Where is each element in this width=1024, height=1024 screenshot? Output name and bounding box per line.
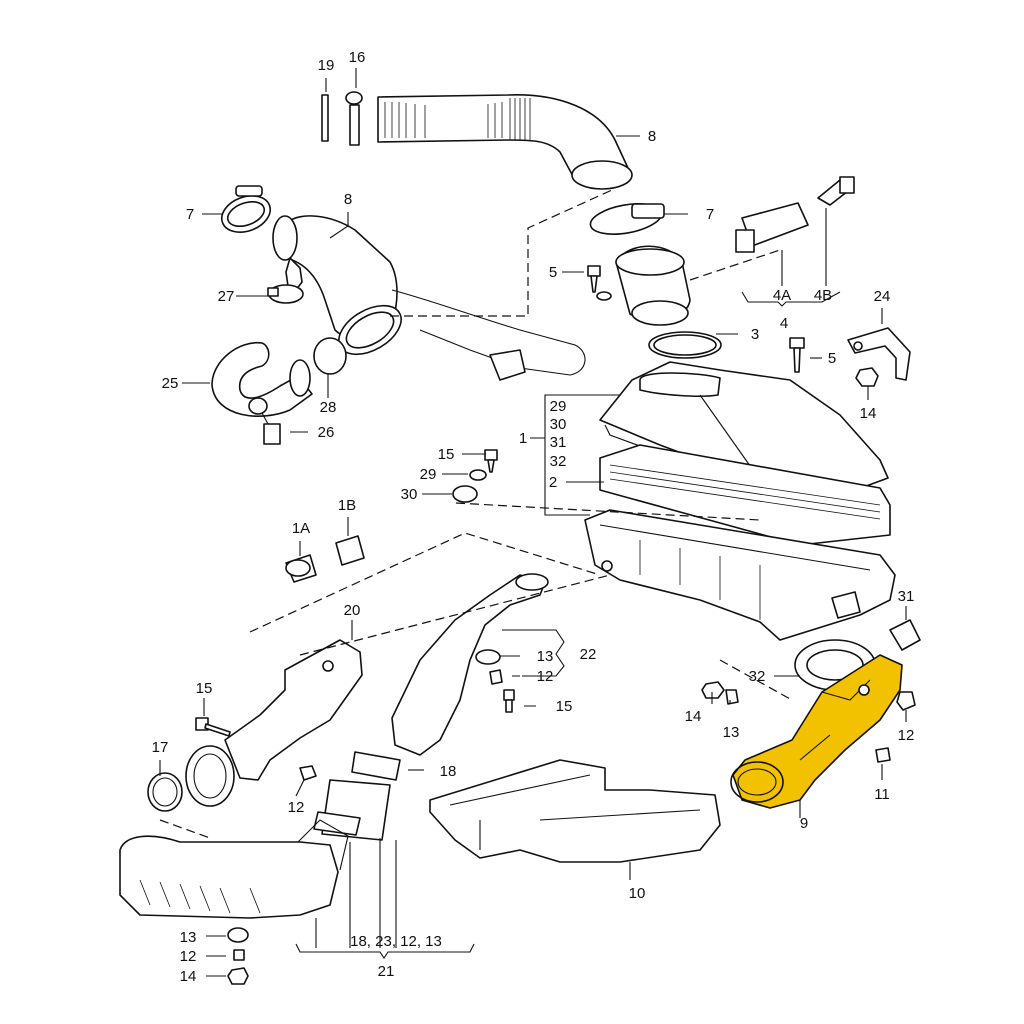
hose-25	[211, 341, 313, 417]
label-29-housing: 29	[550, 398, 567, 415]
label-1b: 1B	[338, 497, 356, 514]
label-31-housing: 31	[550, 434, 567, 451]
coupling-18-23	[313, 751, 401, 841]
label-12-right: 12	[898, 727, 915, 744]
label-25: 25	[162, 375, 179, 392]
air-filter-element-2	[599, 444, 891, 546]
valve-26	[248, 397, 281, 445]
label-13-bottom: 13	[180, 929, 197, 946]
label-4a: 4A	[773, 287, 791, 304]
label-5-right: 5	[828, 350, 836, 367]
label-1: 1	[519, 430, 527, 447]
air-intake-17-left	[147, 745, 235, 812]
label-26: 26	[318, 424, 335, 441]
label-8-top: 8	[648, 128, 656, 145]
label-27: 27	[218, 288, 235, 305]
callout-labels: 19 16 8 8 7 7 5 4A 4B 4 24 3 5 27 25 28 …	[152, 49, 915, 985]
label-30-housing: 30	[550, 416, 567, 433]
grommet-29-30	[452, 469, 487, 503]
label-15-center: 15	[438, 446, 455, 463]
label-11: 11	[874, 786, 890, 803]
label-32-right: 32	[749, 668, 766, 685]
intake-pipe-9-highlighted	[730, 654, 903, 809]
dashed-lines	[159, 189, 793, 839]
bracket-20	[224, 639, 363, 781]
grommet-31	[889, 619, 921, 651]
part-1a	[285, 554, 317, 583]
part-16-bolt	[345, 91, 363, 146]
label-24: 24	[874, 288, 891, 305]
intake-duct-left	[272, 215, 586, 381]
air-duct-10	[429, 759, 721, 863]
label-20: 20	[344, 602, 361, 619]
label-7-left: 7	[186, 206, 194, 223]
label-12-center: 12	[537, 668, 554, 685]
label-14-bottom: 14	[180, 968, 197, 985]
resonator-21	[119, 819, 349, 919]
gasket-3	[648, 331, 722, 359]
label-4: 4	[780, 315, 788, 332]
air-filter-housing-bottom	[584, 509, 896, 641]
part-1b	[335, 535, 365, 566]
fasteners-11-12-14-13	[701, 681, 916, 763]
label-4b: 4B	[814, 287, 832, 304]
label-10: 10	[629, 885, 646, 902]
label-22: 22	[580, 646, 597, 663]
label-3: 3	[751, 326, 759, 343]
label-30-center: 30	[401, 486, 418, 503]
label-32-housing: 32	[550, 453, 567, 470]
label-18: 18	[440, 763, 457, 780]
intake-duct-top	[377, 94, 633, 190]
intake-pipe-22	[391, 573, 549, 756]
label-12-bottom: 12	[180, 948, 197, 965]
label-13-right: 13	[723, 724, 740, 741]
clamp-7-right	[589, 203, 665, 235]
mass-airflow-sensor-4	[615, 245, 691, 326]
screw-5	[587, 265, 612, 301]
label-31-right: 31	[898, 588, 915, 605]
screw-4b	[817, 176, 855, 206]
label-9: 9	[800, 815, 808, 832]
label-7-right: 7	[706, 206, 714, 223]
fasteners-22	[475, 649, 515, 713]
label-2: 2	[549, 474, 557, 491]
label-17: 17	[152, 739, 169, 756]
clamp-7-left	[220, 185, 272, 233]
clamp-27	[267, 284, 304, 304]
label-1a: 1A	[292, 520, 310, 537]
leader-lines	[159, 68, 907, 977]
label-14-top: 14	[860, 405, 877, 422]
bracket-24	[847, 327, 911, 381]
label-8-left: 8	[344, 191, 352, 208]
label-15-lower: 15	[556, 698, 573, 715]
label-13-center: 13	[537, 648, 554, 665]
nut-14	[855, 367, 879, 387]
fasteners-21	[227, 765, 317, 985]
screw-15-left	[195, 717, 231, 737]
screw-15-center	[484, 449, 498, 473]
label-21: 21	[378, 963, 395, 980]
label-14-right: 14	[685, 708, 702, 725]
label-29-center: 29	[420, 466, 437, 483]
label-28: 28	[320, 399, 337, 416]
label-5-center: 5	[549, 264, 557, 281]
part-19-rod	[321, 94, 329, 142]
label-15-left: 15	[196, 680, 213, 697]
sensor-element-4a	[735, 202, 809, 253]
screw-5b	[789, 337, 805, 373]
label-12-left: 12	[288, 799, 305, 816]
label-21-group: 18, 23, 12, 13	[350, 933, 442, 950]
label-16: 16	[349, 49, 366, 66]
clamp-28	[313, 337, 347, 375]
label-19: 19	[318, 57, 335, 74]
